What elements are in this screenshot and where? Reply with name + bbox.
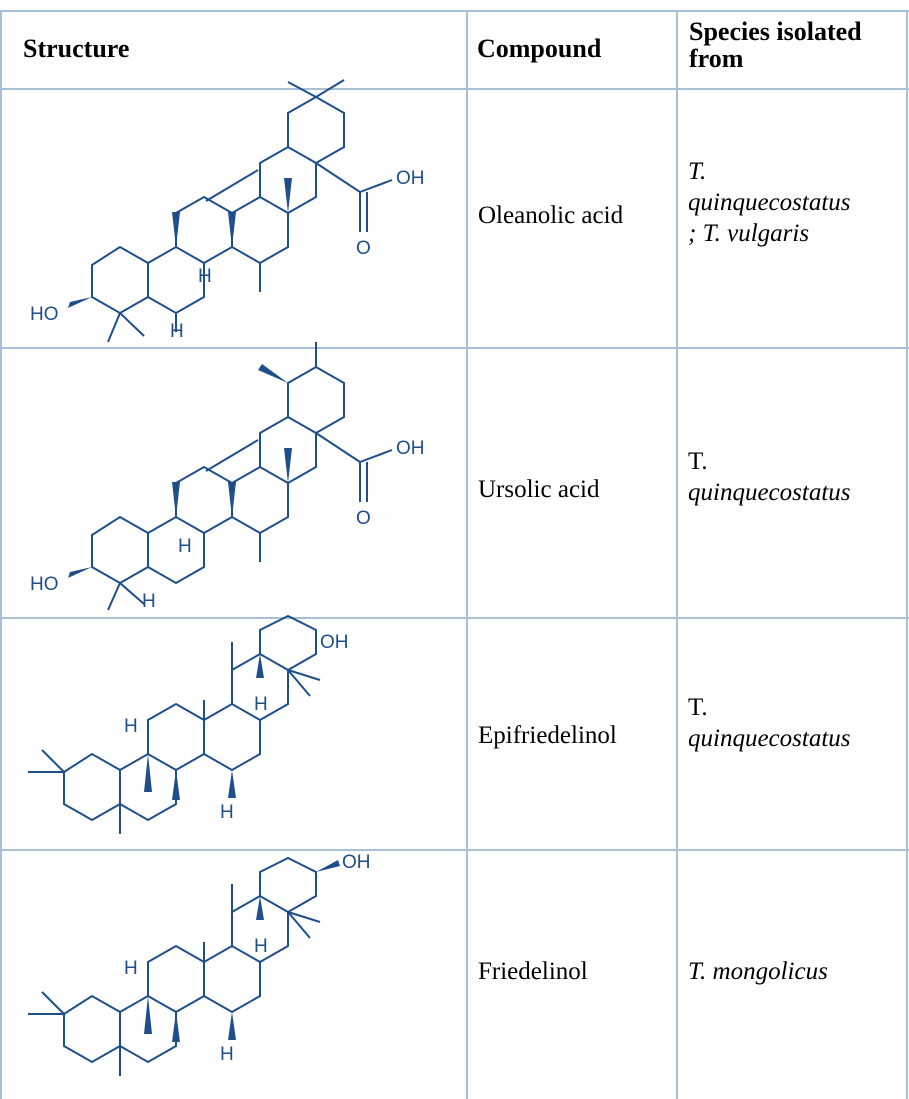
species-line: quinquecostatus — [688, 725, 851, 752]
species-epifriedelinol: T. quinquecostatus — [688, 692, 851, 754]
oleanolic-oh-label: OH — [396, 168, 425, 189]
species-friedelinol: T. mongolicus — [688, 956, 828, 987]
species-ursolic-acid: T. quinquecostatus — [688, 446, 851, 508]
compound-oleanolic-acid: Oleanolic acid — [478, 202, 624, 229]
row3-bottom-border — [0, 849, 909, 851]
right-border — [906, 10, 908, 1099]
species-line: T. — [688, 448, 708, 475]
oleanolic-h-label-a: H — [170, 321, 184, 342]
structure-ursolic-acid: HO H H OH O — [20, 342, 460, 614]
header-species-line2: from — [689, 44, 744, 73]
oleanolic-h-label-b: H — [198, 266, 212, 287]
species-line: quinquecostatus — [688, 479, 851, 506]
species-line: T. — [688, 694, 708, 721]
header-species-line1: Species isolated — [689, 17, 862, 46]
species-line: ; T. vulgaris — [688, 220, 810, 247]
species-oleanolic-acid: T. quinquecostatus ; T. vulgaris — [688, 156, 851, 249]
epifriedelinol-h-label-b: H — [254, 694, 268, 715]
left-border — [0, 10, 2, 1099]
compound-epifriedelinol: Epifriedelinol — [478, 722, 617, 749]
col-divider-1 — [466, 10, 468, 1099]
header-compound: Compound — [477, 34, 602, 63]
epifriedelinol-h-label-c: H — [220, 802, 234, 823]
structure-epifriedelinol: OH H H H — [20, 614, 460, 846]
col-divider-2 — [676, 10, 678, 1099]
friedelinol-oh-label: OH — [342, 852, 371, 873]
structure-oleanolic-acid: HO H H OH O — [20, 79, 460, 344]
ursolic-h-label-b: H — [178, 536, 192, 557]
ursolic-ho-label: HO — [30, 574, 59, 595]
compound-friedelinol: Friedelinol — [478, 958, 588, 985]
ursolic-oh-label: OH — [396, 438, 425, 459]
structure-friedelinol: OH H H H — [20, 852, 460, 1099]
header-structure: Structure — [23, 34, 130, 63]
row1-bottom-border — [0, 347, 909, 349]
species-line: T. mongolicus — [688, 958, 828, 985]
row2-bottom-border — [0, 617, 909, 619]
friedelinol-h-label-b: H — [254, 936, 268, 957]
oleanolic-ho-label: HO — [30, 304, 59, 325]
header-bottom-border — [0, 88, 909, 90]
header-species: Species isolated from — [689, 18, 862, 72]
epifriedelinol-oh-label: OH — [320, 632, 349, 653]
species-line: quinquecostatus — [688, 189, 851, 216]
friedelinol-h-label-a: H — [124, 958, 138, 979]
oleanolic-o-label: O — [356, 238, 371, 259]
friedelinol-h-label-c: H — [220, 1044, 234, 1065]
epifriedelinol-h-label-a: H — [124, 716, 138, 737]
table-top-border — [0, 10, 909, 12]
compound-ursolic-acid: Ursolic acid — [478, 476, 600, 503]
ursolic-h-label-a: H — [142, 591, 156, 612]
species-line: T. — [688, 158, 707, 185]
ursolic-o-label: O — [356, 508, 371, 529]
